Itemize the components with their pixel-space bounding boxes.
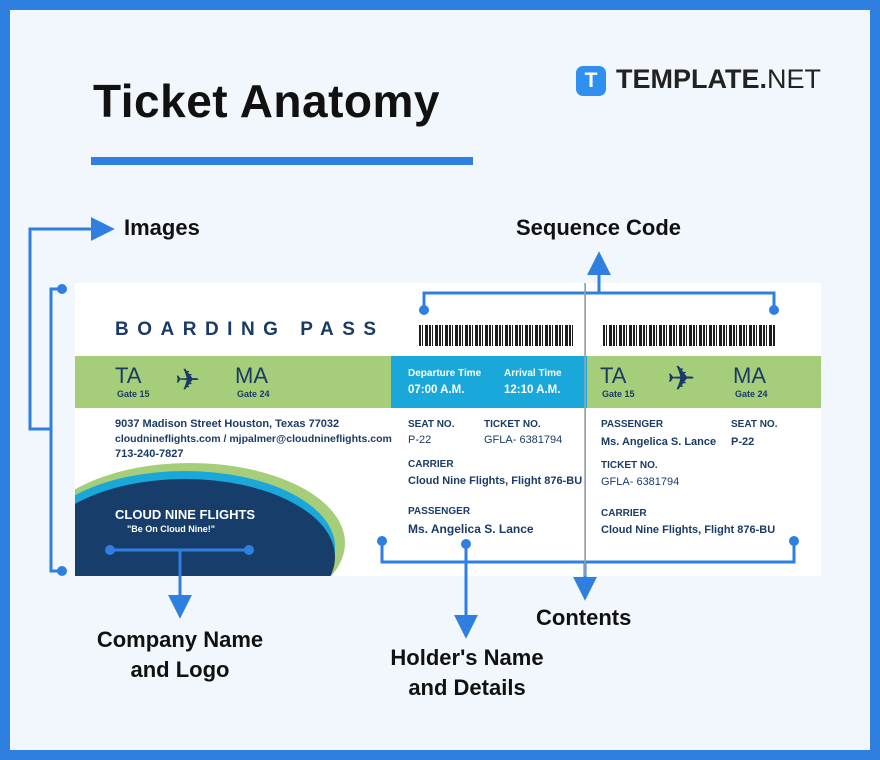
company-phone: 713-240-7827	[115, 448, 184, 460]
ticket-number-label: TICKET NO.	[484, 419, 541, 430]
contents-bracket	[380, 541, 796, 564]
label-holder-line2: and Details	[408, 675, 526, 700]
stub-seat-value: P-22	[731, 436, 755, 448]
brand-name-main: TEMPLATE.	[616, 64, 767, 94]
barcode-main	[419, 325, 575, 346]
brand-name: TEMPLATE.NET	[616, 64, 821, 95]
arrival-time-value: 12:10 A.M.	[504, 384, 561, 396]
route-band-left	[75, 356, 391, 408]
stub-passenger-label: PASSENGER	[601, 419, 664, 430]
page-title: Ticket Anatomy	[93, 75, 440, 127]
carrier-value: Cloud Nine Flights, Flight 876-BU	[408, 475, 583, 487]
company-web-email: cloudnineflights.com / mjpalmer@cloudnin…	[115, 433, 392, 445]
stub-seat-label: SEAT NO.	[731, 419, 778, 430]
label-images: Images	[124, 215, 200, 240]
contents-dot-left	[377, 536, 387, 546]
brand-name-suffix: NET	[767, 64, 821, 94]
company-dot-left	[105, 545, 115, 555]
stub-ticket-number-value: GFLA- 6381794	[601, 476, 680, 488]
sequence-dot-right	[769, 305, 779, 315]
passenger-value: Ms. Angelica S. Lance	[408, 522, 534, 536]
stub-carrier-label: CARRIER	[601, 508, 647, 519]
brand-logo-icon: T	[576, 66, 606, 96]
images-bracket	[49, 287, 62, 573]
ticket-number-value: GFLA- 6381794	[484, 434, 563, 446]
company-tagline: "Be On Cloud Nine!"	[127, 524, 216, 534]
time-band	[391, 356, 587, 408]
carrier-label: CARRIER	[408, 459, 454, 470]
sequence-dot-left	[419, 305, 429, 315]
label-sequence-code: Sequence Code	[516, 215, 682, 240]
images-dot-bottom	[57, 566, 67, 576]
images-dot-top	[57, 284, 67, 294]
label-holder-details: Holder's Name and Details	[372, 643, 562, 703]
label-company-line2: and Logo	[130, 657, 230, 682]
title-underline	[91, 157, 473, 165]
origin-code: TA	[115, 363, 142, 388]
stub-ticket-number-label: TICKET NO.	[601, 460, 658, 471]
stub-carrier-value: Cloud Nine Flights, Flight 876-BU	[601, 524, 776, 536]
departure-time-label: Departure Time	[408, 368, 482, 379]
stub-origin-gate: Gate 15	[602, 389, 635, 399]
label-company-name-logo: Company Name and Logo	[80, 625, 280, 685]
destination-gate: Gate 24	[237, 389, 270, 399]
boarding-pass: BOARDING PASS TA Gate 15 ✈ MA Gate 24 De…	[75, 283, 821, 576]
airplane-icon: ✈	[175, 364, 201, 397]
company-address: 9037 Madison Street Houston, Texas 77032	[115, 418, 340, 430]
holder-dot	[461, 539, 471, 549]
destination-code: MA	[235, 363, 268, 388]
company-name: CLOUD NINE FLIGHTS	[115, 507, 256, 522]
seat-value: P-22	[408, 434, 432, 446]
passenger-label: PASSENGER	[408, 506, 471, 517]
departure-time-value: 07:00 A.M.	[408, 384, 465, 396]
sequence-code-bracket	[422, 291, 776, 308]
images-connector	[28, 217, 115, 431]
boarding-pass-title: BOARDING PASS	[115, 319, 385, 340]
seat-label: SEAT NO.	[408, 419, 455, 430]
stub-origin-code: TA	[600, 363, 627, 388]
stub-destination-code: MA	[733, 363, 766, 388]
route-band-right	[587, 356, 821, 408]
arrival-time-label: Arrival Time	[504, 368, 562, 379]
origin-gate: Gate 15	[117, 389, 150, 399]
company-dot-right	[244, 545, 254, 555]
stub-passenger-value: Ms. Angelica S. Lance	[601, 436, 717, 448]
label-contents: Contents	[536, 605, 632, 630]
barcode-stub	[603, 325, 775, 346]
contents-dot-right	[789, 536, 799, 546]
stub-destination-gate: Gate 24	[735, 389, 768, 399]
label-company-line1: Company Name	[96, 627, 264, 652]
stub-airplane-icon: ✈	[667, 360, 696, 398]
label-holder-line1: Holder's Name	[390, 645, 544, 670]
